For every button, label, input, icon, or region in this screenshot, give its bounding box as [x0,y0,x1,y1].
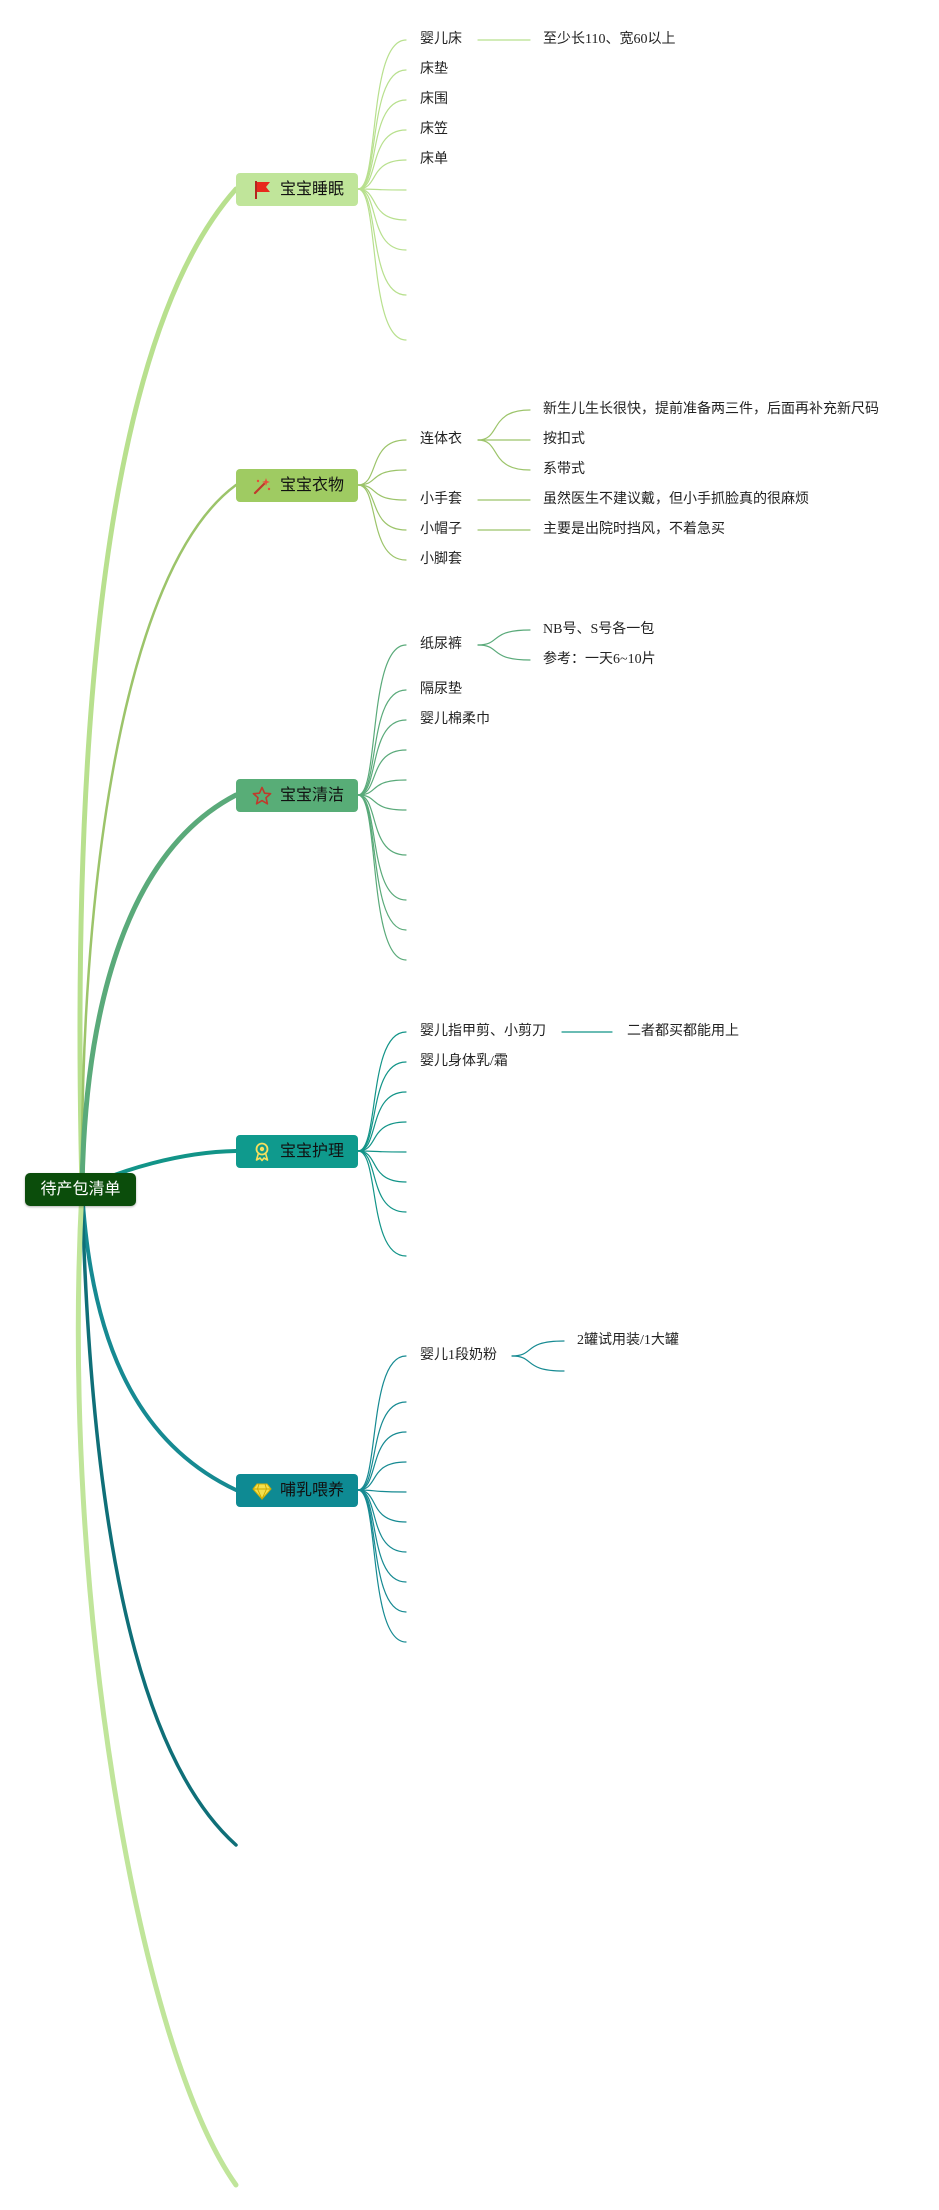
note-hat[interactable]: 主要是出院时挡风，不着急买 [543,522,725,537]
clothing-branch-line-4 [357,484,407,561]
topic-label: 哺乳喂养 [280,1482,345,1499]
item-changing-pad[interactable]: 隔尿垫 [420,682,462,697]
cleaning-branch-line-1 [357,689,407,796]
note-mittens[interactable]: 虽然医生不建议戴，但小手抓脸真的很麻烦 [543,492,809,507]
care-branch-line-4 [357,1150,407,1153]
award-medal-icon [255,1142,269,1162]
feeding-branch-line-3 [357,1461,407,1491]
item-bed-sheet[interactable]: 床单 [420,152,448,167]
formula-sub-line-1 [511,1355,565,1372]
care-branch-line-0 [357,1031,407,1152]
topic-baby-cleaning[interactable]: 宝宝清洁 [236,779,358,812]
sleep-branch-line-9 [357,188,407,341]
trunk-line-empty-long [75,1186,239,2188]
topic-label: 宝宝护理 [280,1143,345,1160]
cleaning-branch-line-4 [357,779,407,796]
topic-label: 宝宝睡眠 [280,181,345,198]
care-branch-line-7 [357,1150,407,1257]
topic-baby-sleep[interactable]: 宝宝睡眠 [236,173,358,206]
clothing-branch-line-1 [357,469,407,486]
care-branch-line-1 [357,1061,407,1152]
note-crib-size[interactable]: 至少长110、宽60以上 [543,32,676,47]
item-mattress[interactable]: 床垫 [420,62,448,77]
feeding-branch-line-0 [357,1355,407,1491]
topic-baby-care[interactable]: 宝宝护理 [236,1135,358,1168]
sleep-branch-line-2 [357,99,407,190]
cleaning-branch-line-5 [357,794,407,811]
clothing-branch-line-3 [357,484,407,531]
topic-label: 宝宝衣物 [280,477,345,494]
item-onesie[interactable]: 连体衣 [420,432,462,447]
care-branch-line-5 [357,1150,407,1183]
item-nail-clippers[interactable]: 婴儿指甲剪、小剪刀 [420,1024,546,1039]
feeding-branch-line-9 [357,1489,407,1643]
diaper-sub-line-0 [477,629,531,646]
sleep-branch-line-4 [357,159,407,190]
note-diaper-sizes[interactable]: NB号、S号各一包 [543,622,655,637]
cleaning-branch-line-7 [357,794,407,901]
item-fitted-sheet[interactable]: 床笠 [420,122,448,137]
item-hat[interactable]: 小帽子 [420,522,462,537]
trunk-line-empty-branch [80,1187,238,1847]
item-formula[interactable]: 婴儿1段奶粉 [420,1348,497,1363]
topic-baby-clothing[interactable]: 宝宝衣物 [236,469,358,502]
note-onesie-snap[interactable]: 按扣式 [543,432,585,447]
feeding-branch-line-4 [357,1489,407,1493]
sleep-branch-line-5 [357,188,407,191]
feeding-branch-line-1 [357,1401,407,1491]
onesie-sub-line-0 [477,409,531,441]
sleep-branch-line-0 [357,39,407,190]
red-flag-icon [255,181,270,199]
diamond-icon [252,1483,272,1501]
note-diaper-usage[interactable]: 参考：一天6~10片 [543,652,656,667]
trunk-line-feeding [80,1187,238,1492]
onesie-sub-line-2 [477,439,531,471]
cleaning-branch-line-2 [357,719,407,796]
item-crib[interactable]: 婴儿床 [420,32,462,47]
item-socks[interactable]: 小脚套 [420,552,462,567]
item-body-lotion[interactable]: 婴儿身体乳/霜 [420,1054,508,1069]
star-icon [252,786,272,805]
cleaning-branch-line-0 [357,644,407,796]
sleep-branch-line-3 [357,129,407,190]
item-cotton-wipes[interactable]: 婴儿棉柔巾 [420,712,490,727]
feeding-branch-line-5 [357,1489,407,1523]
sleep-branch-line-8 [357,188,407,296]
trunk-line-cleaning [79,792,239,1192]
note-onesie-growth[interactable]: 新生儿生长很快，提前准备两三件，后面再补充新尺码 [543,402,879,417]
trunk-line-sleep [77,186,239,1192]
sleep-branch-line-1 [357,69,407,190]
cleaning-branch-line-3 [357,749,407,796]
cleaning-branch-line-6 [357,794,407,856]
trunk-line-clothing [80,483,238,1191]
note-nail-clippers[interactable]: 二者都买都能用上 [627,1024,739,1039]
diaper-sub-line-1 [477,644,531,661]
cleaning-branch-line-8 [357,794,407,931]
care-branch-line-6 [357,1150,407,1213]
note-formula-amount[interactable]: 2罐试用装/1大罐 [577,1333,679,1348]
item-diapers[interactable]: 纸尿裤 [420,637,462,652]
topic-label: 宝宝清洁 [280,787,345,804]
clothing-branch-line-0 [357,439,407,486]
care-branch-line-2 [357,1091,407,1152]
magic-wand-icon [253,478,271,495]
formula-sub-line-0 [511,1340,565,1357]
cleaning-branch-line-9 [357,794,407,961]
sleep-branch-line-6 [357,188,407,221]
root-topic-node[interactable]: 待产包清单 [25,1173,136,1206]
topic-feeding[interactable]: 哺乳喂养 [236,1474,358,1507]
feeding-branch-line-2 [357,1431,407,1491]
item-mittens[interactable]: 小手套 [420,492,462,507]
sleep-branch-line-7 [357,188,407,251]
note-onesie-tie[interactable]: 系带式 [543,462,585,477]
item-crib-bumper[interactable]: 床围 [420,92,448,107]
care-branch-line-3 [357,1121,407,1152]
